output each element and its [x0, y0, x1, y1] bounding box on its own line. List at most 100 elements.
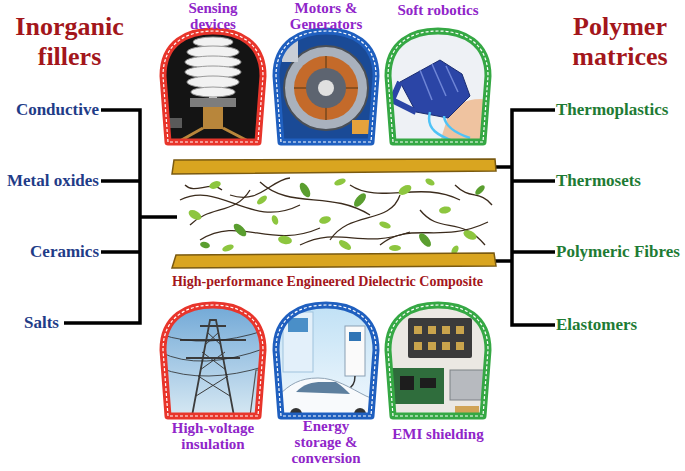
arch-border	[276, 31, 376, 142]
motor-photo	[273, 28, 379, 142]
arch-stitching	[163, 31, 263, 142]
emi-photo	[385, 302, 491, 416]
polymer-chain	[230, 178, 290, 197]
arch-stitching	[276, 305, 376, 416]
node-label-group: High-voltage insulation	[158, 420, 268, 452]
bracket-line	[64, 108, 177, 325]
energy-photo	[273, 302, 379, 420]
insulator-disc	[187, 76, 239, 88]
sensor-photo	[160, 28, 266, 142]
polymer-chain	[330, 195, 400, 240]
application-label: Sensing devices	[171, 0, 255, 32]
arch-border	[163, 31, 263, 142]
pylon-photo	[160, 302, 266, 416]
filler-particle	[462, 228, 478, 241]
gold-pad	[456, 326, 464, 334]
category-label: Conductive	[0, 100, 99, 120]
photo-background	[273, 302, 379, 416]
gold-pad	[456, 342, 464, 350]
application-frame: High-voltage insulation	[160, 302, 266, 416]
board-chip	[400, 376, 414, 390]
node-label-group: EMI shielding	[373, 426, 503, 442]
pneumatic-tubes	[429, 112, 470, 142]
polymer-chain	[300, 232, 410, 245]
node-outline	[160, 28, 266, 142]
application-label: High-voltage insulation	[158, 420, 268, 452]
composite-filling	[180, 177, 492, 256]
polymer-chains	[180, 178, 492, 245]
photo-background	[385, 28, 491, 142]
filler-particle	[270, 214, 279, 225]
gripper-finger	[392, 82, 416, 112]
photo-background	[385, 302, 491, 416]
application-frame: Sensing devices	[160, 28, 266, 142]
node-label-group: Motors & Generators	[276, 0, 376, 32]
filler-particle	[417, 231, 433, 248]
filler-particle	[318, 215, 331, 225]
gold-pad	[442, 342, 450, 350]
filler-particle	[424, 177, 436, 187]
filler-particle	[333, 177, 346, 187]
group-heading: Inorganic fillers	[2, 12, 137, 72]
metal-can	[450, 370, 486, 400]
node-outline	[160, 302, 266, 416]
filler-particle	[337, 238, 352, 252]
polymer-chain	[200, 228, 320, 240]
pylon-legs	[192, 320, 234, 416]
application-frame: Motors & Generators	[273, 28, 379, 142]
node-label-group: Energy storage & conversion	[284, 418, 368, 466]
application-label: Soft robotics	[373, 2, 503, 18]
polymer-chain	[455, 185, 492, 205]
node-outline	[385, 28, 491, 142]
node-label-group: Soft robotics	[373, 2, 503, 18]
category-label: Polymeric Fibres	[556, 242, 685, 262]
motor-winding	[294, 56, 358, 120]
cabinet-screen	[288, 318, 308, 332]
photo-background	[273, 28, 379, 142]
category-label: Salts	[24, 313, 74, 333]
shield-sheet	[408, 318, 472, 358]
polymer-chain	[420, 210, 485, 245]
group-heading: Polymer matrices	[556, 12, 684, 72]
sensor-fitting	[203, 107, 223, 129]
power-lines	[160, 330, 266, 376]
node-outline	[273, 28, 379, 142]
filler-particle	[397, 183, 413, 197]
gold-pad	[442, 326, 450, 334]
arch-border	[388, 305, 488, 416]
sensor-base	[190, 98, 236, 107]
arch-stitching	[276, 31, 376, 142]
application-frame: EMI shielding	[385, 302, 491, 416]
filler-particle	[474, 184, 487, 197]
application-frame: Energy storage & conversion	[273, 302, 379, 416]
filler-particle	[438, 206, 451, 215]
filler-particle	[208, 180, 222, 191]
node-outline	[273, 302, 379, 416]
station-screen	[349, 332, 361, 341]
application-label: Energy storage & conversion	[284, 418, 368, 466]
electrode-bar	[172, 253, 496, 268]
category-label: Elastomers	[556, 315, 685, 335]
photo-background	[160, 28, 266, 142]
category-label: Metal oxides	[0, 171, 99, 191]
polymer-chain	[380, 222, 488, 245]
circuit-board	[392, 368, 444, 404]
pylon-arms	[180, 326, 246, 358]
application-label: Motors & Generators	[276, 0, 376, 32]
charging-station	[345, 326, 365, 376]
filler-particle	[352, 191, 368, 208]
motor-rotor	[306, 68, 346, 108]
motor-shaft	[318, 80, 334, 96]
filler-particle	[221, 243, 234, 253]
filler-particle	[232, 222, 249, 239]
electric-car	[276, 378, 378, 414]
gold-pad	[428, 326, 436, 334]
photo-background	[160, 302, 266, 416]
arch-stitching	[163, 305, 263, 416]
gripper-ridges	[420, 64, 458, 100]
arch-border	[388, 31, 488, 142]
bracket-line	[494, 108, 555, 327]
winding-slots	[294, 56, 358, 120]
gold-pad	[428, 342, 436, 350]
